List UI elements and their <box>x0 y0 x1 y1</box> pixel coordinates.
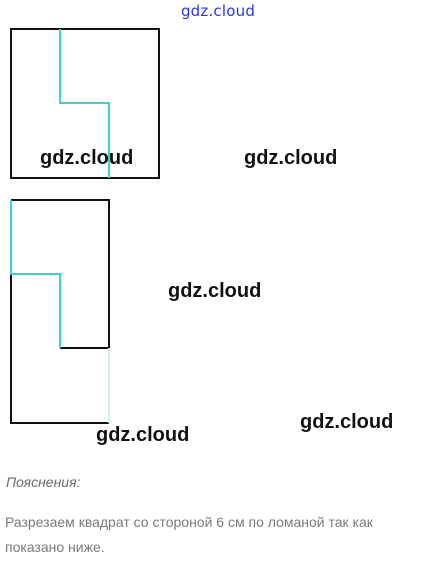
section-heading: Пояснения: <box>6 474 81 490</box>
rectangle-cut-line <box>10 200 61 348</box>
watermark-label: gdz.cloud <box>300 411 394 433</box>
square-cut-line <box>59 29 110 178</box>
rectangle-outline <box>11 199 110 349</box>
watermark-label: gdz.cloud <box>96 424 190 446</box>
watermark-label: gdz.cloud <box>244 147 338 169</box>
explanation-text: Разрезаем квадрат со стороной 6 см по ло… <box>5 514 373 555</box>
square-outline <box>10 28 160 179</box>
top-watermark: gdz.cloud <box>180 2 256 20</box>
watermark-label: gdz.cloud <box>168 280 262 302</box>
cutting-diagram <box>10 28 160 424</box>
watermark-label: gdz.cloud <box>40 147 134 169</box>
